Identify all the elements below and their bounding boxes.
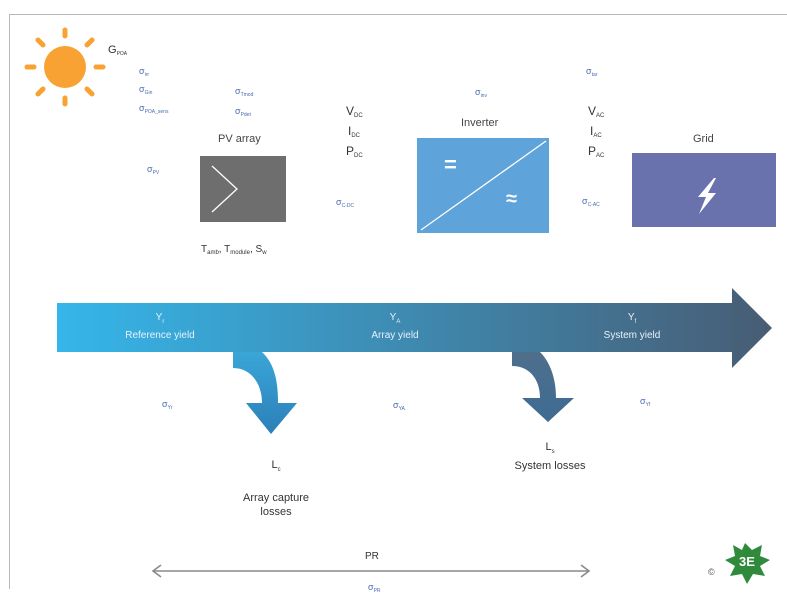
sigma-irr-symbol: σirr [139,66,150,78]
ac-symbol: ≈ [506,188,517,210]
array-yield-label: YA Array yield [371,312,419,341]
pr-label: PR [365,551,379,562]
sigma-tar-symbol: σtar [586,66,598,78]
sigma-tmod-symbol: σTmod [235,86,254,98]
sigma-yr-symbol: σYr [162,399,173,411]
g-poa-symbol: GPOA [108,44,128,57]
pv-array-title: PV array [218,133,261,145]
sigma-c-dc-symbol: σC-DC [336,197,355,209]
frame-top-border [9,14,787,15]
i-dc-variable: IDC [348,124,361,139]
array-capture-loss-arrow [233,352,297,434]
v-dc-variable: VDC [346,104,363,119]
inverter-title: Inverter [461,117,499,129]
inverter-box [417,138,549,233]
lightning-icon [698,178,716,214]
copyright-symbol: © [708,567,715,577]
3e-logo [725,543,770,584]
v-ac-variable: VAC [588,104,605,119]
frame-left-border [9,14,10,589]
grid-title: Grid [693,133,714,145]
system-loss-arrow [512,352,574,422]
sigma-poa-sens-symbol: σPOA_sens [139,103,169,115]
sigma-pdet-symbol: σPdet [235,106,251,118]
sigma-gin-symbol: σGin [139,84,153,96]
sigma-pv-symbol: σPV [147,164,160,176]
sigma-c-ac-symbol: σC-AC [582,196,600,208]
array-capture-losses-label: Lc Array capture losses [242,459,310,519]
system-yield-label: Yf System yield [603,312,661,341]
logo-text: 3E [739,554,755,569]
reference-yield-label: Yr Reference yield [125,312,195,341]
system-losses-label: Ls System losses [514,441,586,473]
sigma-inv-symbol: σinv [475,87,487,99]
i-ac-variable: IAC [590,124,602,139]
sigma-pr-symbol: σPR [368,582,381,594]
pr-double-arrow [151,564,591,578]
dc-symbol: = [444,152,457,177]
p-ac-variable: PAC [588,144,605,159]
temperature-variables: Tamb, Tmodule, Sw [201,244,267,256]
energy-flow-arrow [57,288,772,368]
sigma-ya-symbol: σYA [393,400,405,412]
pv-array-box [200,156,286,222]
sigma-yf-symbol: σYf [640,396,651,408]
grid-box [632,153,776,227]
sun-icon [24,27,106,107]
p-dc-variable: PDC [346,144,363,159]
